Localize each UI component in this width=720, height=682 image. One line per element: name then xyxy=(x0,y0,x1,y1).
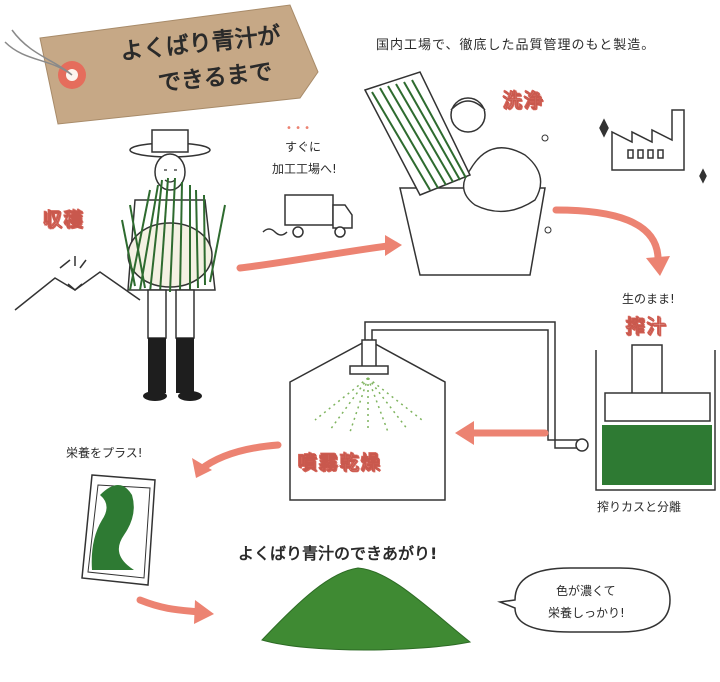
note-to-factory-2: 加工工場へ! xyxy=(272,162,337,176)
bubble-line1: 色が濃くて xyxy=(556,584,616,598)
note-add-nutrition: 栄養をプラス! xyxy=(66,446,143,460)
step-harvest: 収穫 xyxy=(43,209,86,232)
step-squeeze: 搾汁 xyxy=(626,316,669,339)
step-wash: 洗浄 xyxy=(503,90,546,113)
nutrition-packet-illustration xyxy=(81,474,156,586)
truck-icon xyxy=(262,194,353,238)
speech-bubble xyxy=(497,567,671,633)
bubble-line2: 栄養しっかり! xyxy=(548,606,625,620)
title-tag xyxy=(4,4,319,125)
squeezer-illustration xyxy=(575,344,716,491)
step-spray-dry: 噴霧乾燥 xyxy=(298,452,383,475)
emphasis-dots: • • • xyxy=(286,123,311,134)
subtitle: 国内工場で、徹底した品質管理のもと製造。 xyxy=(376,38,656,53)
note-raw: 生のまま! xyxy=(622,292,675,306)
green-powder-pile xyxy=(261,567,472,651)
note-separate: 搾りカスと分離 xyxy=(597,500,682,514)
note-to-factory-1: すぐに xyxy=(285,140,322,154)
spray-dryer-illustration xyxy=(289,339,446,501)
factory-icon xyxy=(599,109,707,184)
mountains-icon xyxy=(14,256,141,311)
washing-tub-illustration xyxy=(363,71,552,276)
note-finished: よくばり青汁のできあがり! xyxy=(238,544,438,563)
farmer-illustration xyxy=(121,129,226,401)
